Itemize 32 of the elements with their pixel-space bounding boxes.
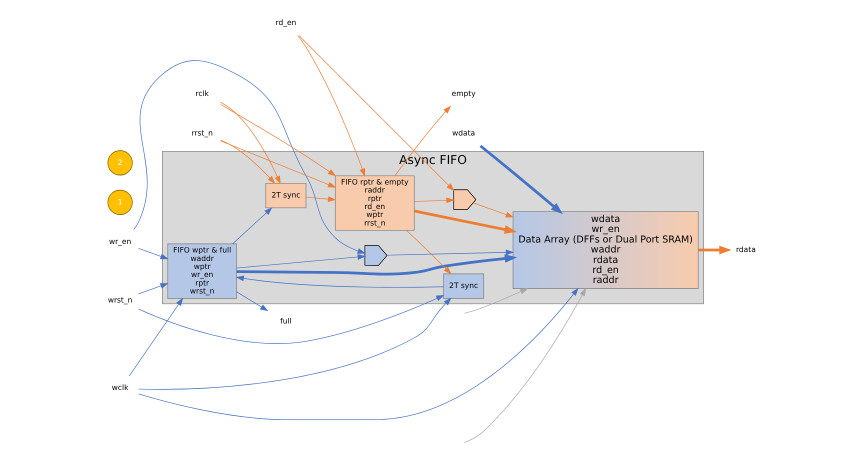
arrow [220,140,275,184]
arrow [220,102,280,184]
arrow [138,288,578,420]
node-box: wdata wr_en Data Array (DFFs or Dual Port SRAM) waddr rdata rd_en raddr [512,211,698,289]
arrow [394,106,451,176]
arrow [138,248,168,260]
arrow [220,140,336,188]
arrow [236,291,268,312]
arrow [414,197,454,204]
arrow [138,294,444,344]
arrow [236,254,517,276]
arrow [414,210,516,234]
arrow [235,276,444,288]
arrow [472,202,514,218]
arrow [386,250,514,256]
arrow [305,196,336,202]
node-gate [452,189,476,210]
arrow [138,298,451,390]
arrow [220,104,336,176]
arrow [405,230,452,275]
arrow [464,288,586,444]
arrow [138,283,168,294]
arrow [298,35,454,192]
arrow [296,35,365,177]
arrow [698,246,732,254]
arrow [464,288,528,314]
arrow [232,207,272,244]
arrow [132,60,366,254]
arrow [479,144,562,214]
arrow [128,298,183,376]
arrow [236,254,366,268]
node-gate [364,245,387,266]
